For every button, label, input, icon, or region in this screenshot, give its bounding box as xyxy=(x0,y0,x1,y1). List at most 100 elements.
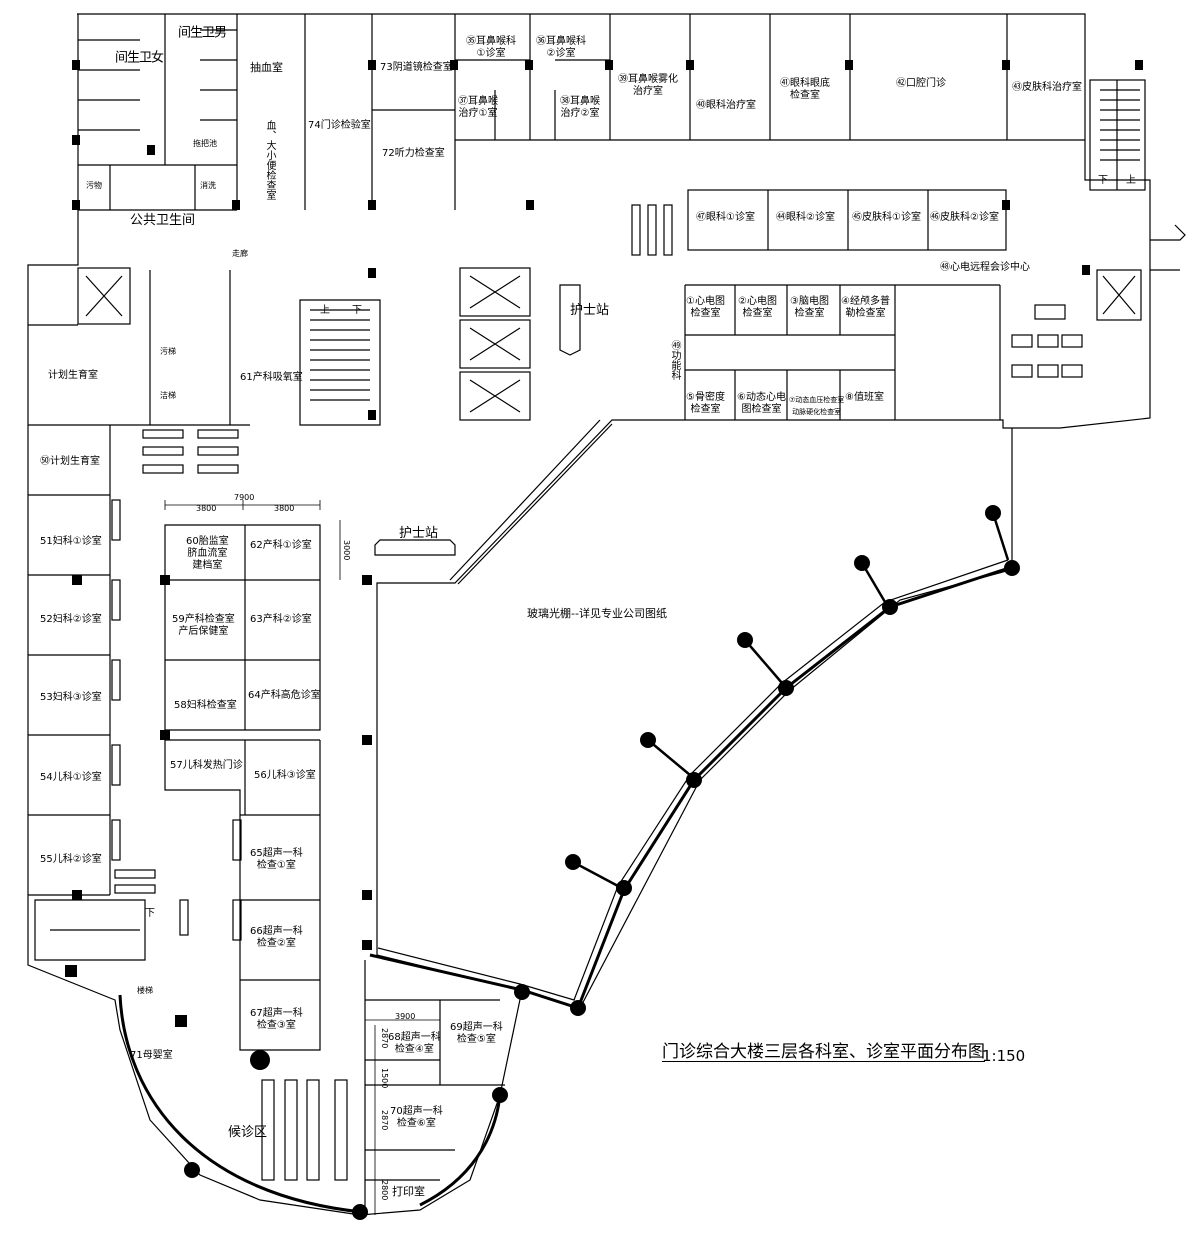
dimension-7900: 7900 xyxy=(234,493,255,502)
room-66: 66超声一科 检查②室 xyxy=(250,926,303,949)
dirty-lift-label: 污梯 xyxy=(160,347,176,356)
room-67: 67超声一科 检查③室 xyxy=(250,1008,303,1031)
room-73: 73阴道镜检查室 xyxy=(380,62,453,73)
toilet-walls xyxy=(78,14,237,211)
dimension-3800-b: 3800 xyxy=(274,504,295,513)
dimension-lines xyxy=(164,500,440,1215)
function-room-2: ②心电图 检查室 xyxy=(738,296,777,319)
room-54: 54儿科①诊室 xyxy=(40,772,102,783)
room-37: ㊲耳鼻喉 治疗①室 xyxy=(458,96,498,119)
baby-room-curve xyxy=(118,994,363,1214)
stair-up-label: 上 xyxy=(320,305,330,316)
function-room-8: ⑧值班室 xyxy=(845,392,884,403)
dimension-3900: 3900 xyxy=(395,1012,416,1021)
blood-room-label: 抽血室 xyxy=(250,61,283,74)
dirty-room-label: 污物 xyxy=(86,181,102,190)
left-stair-area xyxy=(28,270,381,426)
room-48: ㊽心电远程会诊中心 xyxy=(940,262,1030,273)
glass-roof-label: 玻璃光棚--详见专业公司图纸 xyxy=(527,607,667,620)
room-72: 72听力检查室 xyxy=(382,148,445,159)
function-room-1: ①心电图 检查室 xyxy=(686,296,725,319)
room-47: ㊼眼科①诊室 xyxy=(696,212,755,223)
room-71: 71母婴室 xyxy=(130,1050,173,1061)
eye-skin-rooms xyxy=(687,189,1007,251)
stair-right-up-label: 上 xyxy=(1126,175,1136,186)
dimension-2800: 2800 xyxy=(380,1180,389,1201)
public-wc-label: 公共卫生间 xyxy=(130,213,196,228)
function-room-4: ④经颅多普 勒检查室 xyxy=(841,296,890,319)
dimension-3000: 3000 xyxy=(342,540,351,561)
room-45: ㊺皮肤科①诊室 xyxy=(852,212,921,223)
dimension-2870-a: 2870 xyxy=(380,1028,389,1049)
dimension-3800-a: 3800 xyxy=(196,504,217,513)
room-58: 58妇科检查室 xyxy=(174,700,237,711)
exterior-wall-outline xyxy=(27,13,1151,1216)
stair-right-down-label: 下 xyxy=(1098,175,1108,186)
column-struts xyxy=(572,512,1010,888)
elevators xyxy=(77,267,1142,421)
room-57: 57儿科发热门诊 xyxy=(170,760,243,771)
female-wc-label: 女 卫 生 间 xyxy=(112,50,163,67)
room-51: 51妇科①诊室 xyxy=(40,536,102,547)
room-74: 74门诊检验室 xyxy=(308,120,371,131)
stair-down-left-label: 下 xyxy=(145,908,155,919)
function-room-5: ⑤骨密度 检查室 xyxy=(686,392,725,415)
room-39: ㊴耳鼻喉雾化 治疗室 xyxy=(618,74,678,97)
room-38: ㊳耳鼻喉 治疗②室 xyxy=(560,96,600,119)
room-49: ㊾功能科 xyxy=(669,340,680,380)
room-63: 63产科②诊室 xyxy=(250,614,312,625)
function-rooms xyxy=(684,284,1001,420)
room-35: ㉟耳鼻喉科 ①诊室 xyxy=(466,36,516,59)
room-70: 70超声一科 检查⑥室 xyxy=(390,1106,443,1129)
sample-room-label: 血、大小便检查室 xyxy=(264,120,275,200)
staff-stair-label: 楼梯 xyxy=(137,986,153,995)
room-61: 61产科吸氧室 xyxy=(240,372,303,383)
glass-curve-outer xyxy=(377,559,1009,1001)
ultrasound-walls xyxy=(364,960,505,1215)
stair-down-label: 下 xyxy=(352,305,362,316)
top-room-walls xyxy=(236,14,1085,210)
room-42: ㊷口腔门诊 xyxy=(896,78,946,89)
nurse-station-right-label: 护士站 xyxy=(570,303,610,318)
room-52: 52妇科②诊室 xyxy=(40,614,102,625)
dimension-1500: 1500 xyxy=(380,1068,389,1089)
glass-curve-inner xyxy=(369,565,1013,1010)
room-40: ㊵眼科治疗室 xyxy=(696,100,756,111)
right-stair xyxy=(1089,79,1186,271)
corridor-label: 走廊 xyxy=(232,249,248,258)
room-65: 65超声一科 检查①室 xyxy=(250,848,303,871)
drawing-title: 门诊综合大楼三层各科室、诊室平面分布图 xyxy=(662,1042,985,1062)
glass-edge xyxy=(449,419,613,585)
function-room-7: ⑦动态血压检查室 动脉硬化检查室 xyxy=(789,396,845,416)
room-62: 62产科①诊室 xyxy=(250,540,312,551)
room-55: 55儿科②诊室 xyxy=(40,854,102,865)
print-room-label: 打印室 xyxy=(392,1185,425,1198)
room-59: 59产科检查室 产后保健室 xyxy=(172,614,235,637)
room-41: ㊶眼科眼底 检查室 xyxy=(780,78,830,101)
room-60: 60胎监室 脐血流室 建档室 xyxy=(186,536,229,571)
room-53: 53妇科③诊室 xyxy=(40,692,102,703)
nurse-station-top-shape xyxy=(559,284,581,356)
room-50: ㊿计划生育室 xyxy=(40,456,100,467)
left-wing-walls xyxy=(28,425,321,1051)
nurse-station-left-shape xyxy=(374,539,456,556)
room-64: 64产科高危诊室 xyxy=(248,690,321,701)
room-36: ㊱耳鼻喉科 ②诊室 xyxy=(536,36,586,59)
clean-lift-label: 洁梯 xyxy=(160,391,176,400)
room-69: 69超声一科 检查⑤室 xyxy=(450,1022,503,1045)
waiting-seats xyxy=(111,204,673,1181)
waiting-area-label: 候诊区 xyxy=(228,1125,268,1140)
room-68: 68超声一科 检查④室 xyxy=(388,1032,441,1055)
function-room-6: ⑥动态心电 图检查室 xyxy=(737,392,786,415)
wash-room-label: 消洗 xyxy=(200,181,216,190)
drawing-scale: 1:150 xyxy=(982,1047,1026,1065)
room-56: 56儿科③诊室 xyxy=(254,770,316,781)
ultrasound-curve xyxy=(419,1094,502,1207)
mop-label: 拖把池 xyxy=(193,139,217,148)
dimension-2870-b: 2870 xyxy=(380,1110,389,1131)
monitoring-furniture xyxy=(1011,304,1083,378)
room-46: ㊻皮肤科②诊室 xyxy=(930,212,999,223)
male-wc-label: 男 卫 生 间 xyxy=(175,25,226,42)
function-room-3: ③脑电图 检查室 xyxy=(790,296,829,319)
